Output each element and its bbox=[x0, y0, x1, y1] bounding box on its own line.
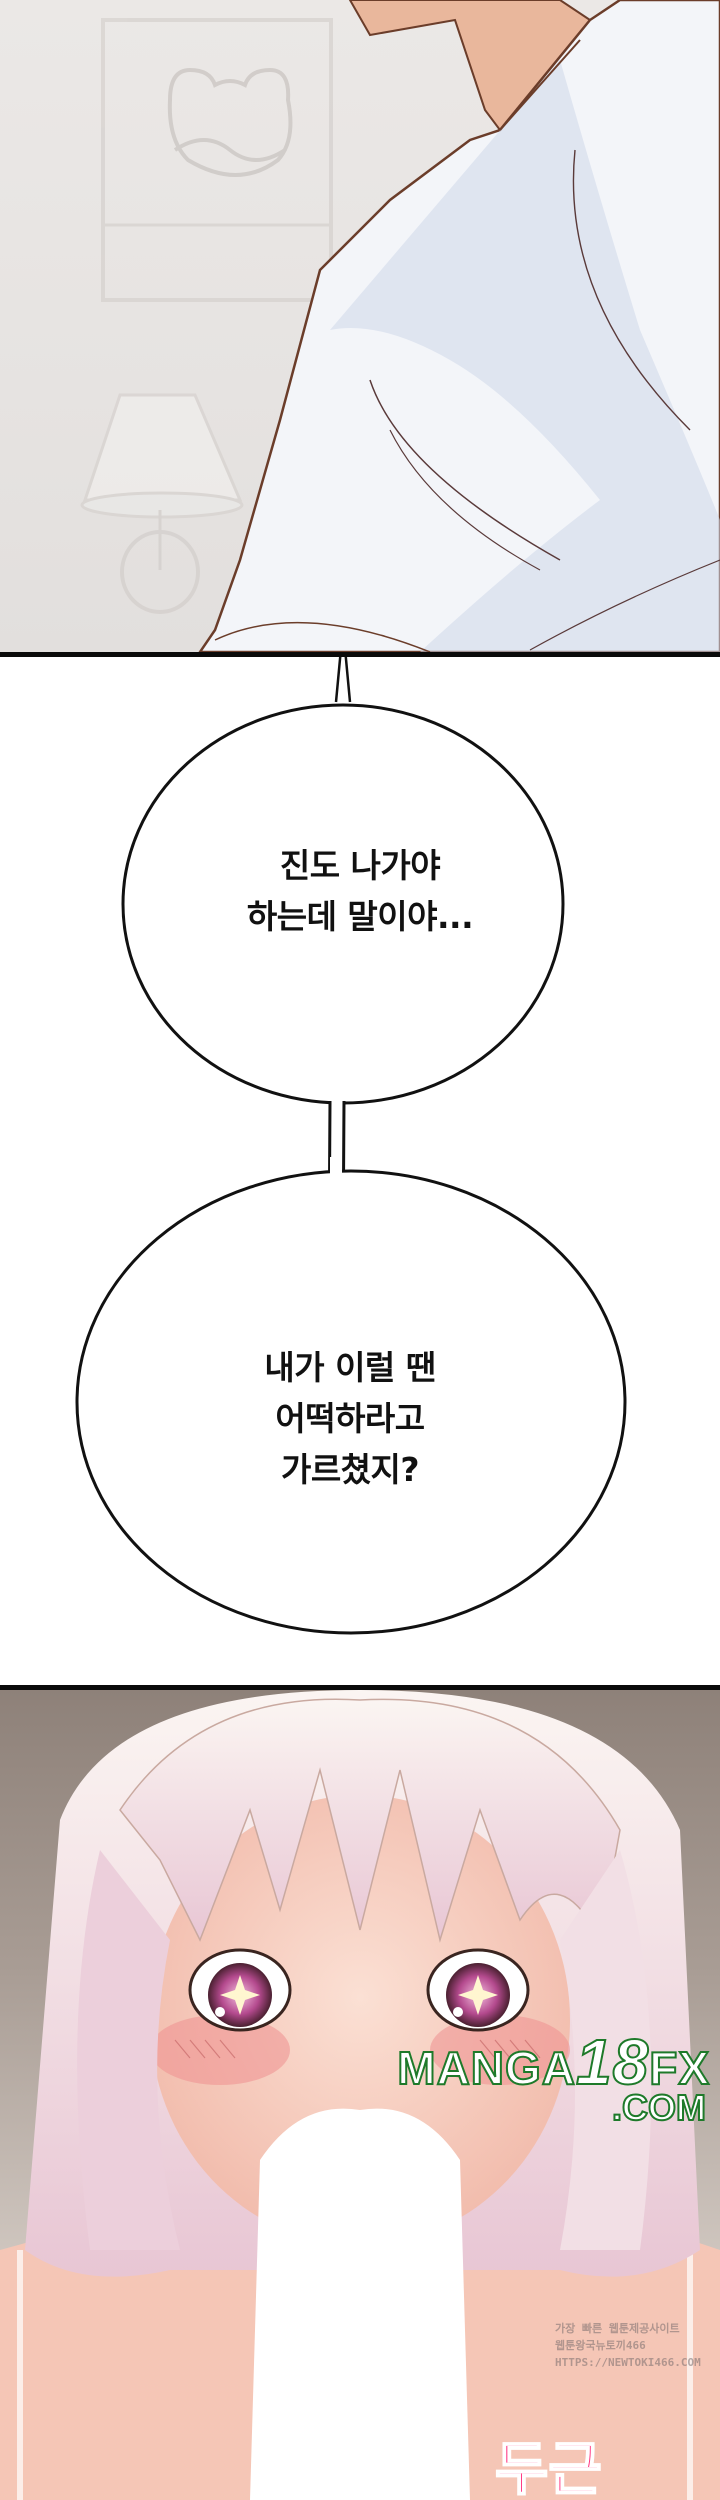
watermark-domain: .COM bbox=[611, 2087, 707, 2128]
bubble-1-line-2: 하는데 말이야... bbox=[246, 897, 474, 936]
panel-border bbox=[0, 652, 720, 657]
bubble-2-line-2: 어떡하라고 bbox=[275, 1399, 425, 1438]
watermark-site-line-3: HTTPS://NEWTOKI466.COM bbox=[555, 2356, 701, 2369]
panel-border bbox=[0, 1685, 720, 1690]
speech-bubble-2-text: 내가 이럴 땐 어떡하라고 가르쳤지? bbox=[150, 1342, 550, 1495]
girl-closeup-illustration bbox=[0, 1690, 720, 2500]
speech-bubble-1-text: 진도 나가야 하는데 말이야... bbox=[160, 840, 560, 942]
bubble-1-line-1: 진도 나가야 bbox=[279, 846, 441, 885]
man-in-shirt-illustration bbox=[80, 0, 720, 652]
watermark-brand-number: 18 bbox=[575, 2026, 650, 2098]
right-eye-icon bbox=[426, 1948, 530, 2032]
panel-speech-bubbles: 진도 나가야 하는데 말이야... 내가 이럴 땐 어떡하라고 가르쳤지? bbox=[0, 657, 720, 1685]
sound-effect-text: 두근 bbox=[494, 2435, 603, 2500]
bubble-2-line-3: 가르쳤지? bbox=[280, 1450, 420, 1489]
watermark-brand-suffix: FX bbox=[648, 2042, 710, 2094]
wall-lamp-icon bbox=[80, 393, 244, 614]
watermark-site-text: 가장 빠른 웹툰제공사이트 웹툰왕국뉴토끼466 HTTPS://NEWTOKI… bbox=[555, 2320, 715, 2371]
panel-top-illustration bbox=[0, 0, 720, 652]
watermark-site-line-1: 가장 빠른 웹툰제공사이트 bbox=[555, 2322, 680, 2335]
speech-bubbles-graphic bbox=[75, 657, 627, 1635]
panel-bottom-illustration: MANGA18FX .COM 두근 가장 빠른 웹툰제공사이트 웹툰왕국뉴토끼4… bbox=[0, 1690, 720, 2500]
watermark-logo: MANGA18FX .COM bbox=[350, 2029, 710, 2128]
watermark-site-line-2: 웹툰왕국뉴토끼466 bbox=[555, 2339, 646, 2352]
watermark-brand: MANGA18FX bbox=[350, 2029, 710, 2095]
left-eye-icon bbox=[188, 1948, 292, 2032]
wall-frame-icon bbox=[101, 18, 333, 302]
speech-bubble-2 bbox=[75, 1169, 627, 1635]
watermark-brand-prefix: MANGA bbox=[396, 2042, 577, 2094]
bubble-2-line-1: 내가 이럴 땐 bbox=[264, 1348, 436, 1387]
